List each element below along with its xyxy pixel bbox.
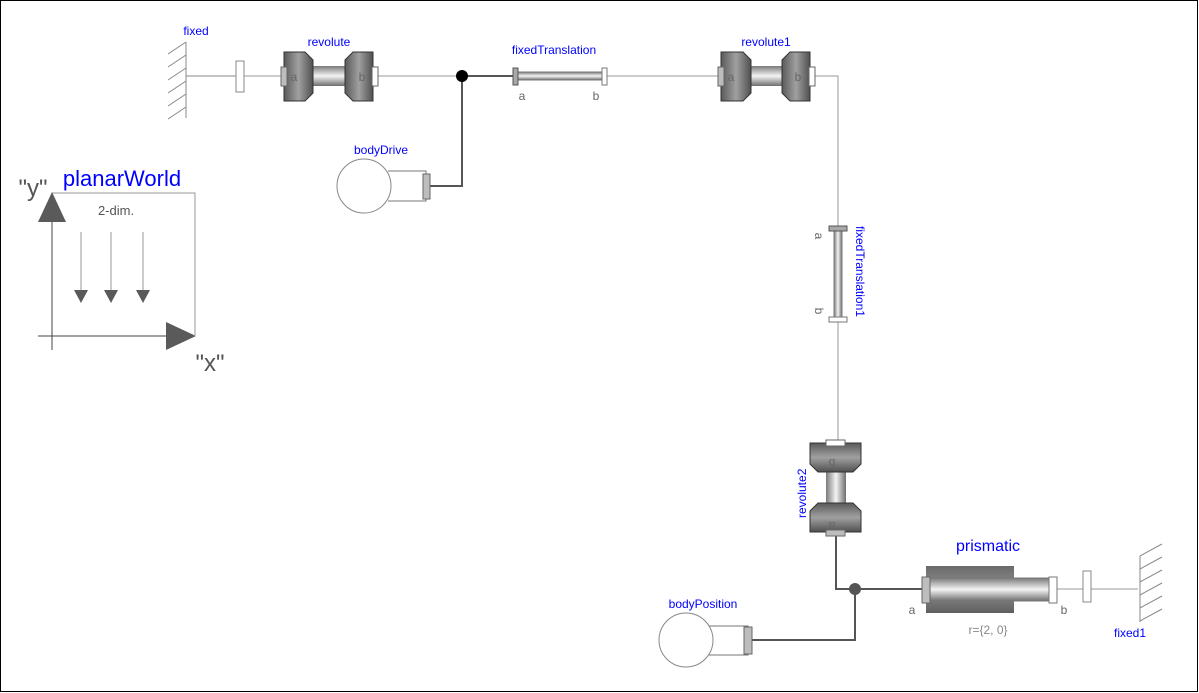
port-label-b: b (828, 456, 835, 470)
world-subtitle: 2-dim. (98, 203, 134, 218)
revolute-shaft (748, 66, 784, 86)
frame-a-connector[interactable] (512, 67, 519, 86)
ground-hatch-icon (1139, 543, 1163, 622)
frame-b-connector[interactable] (601, 67, 608, 86)
frame-b-connector[interactable] (1048, 576, 1058, 604)
revolute-shaft (310, 66, 346, 86)
port-label-b: b (359, 70, 366, 84)
connection-line[interactable] (430, 76, 463, 187)
gravity-arrows-icon (74, 232, 150, 303)
frame-a-connector[interactable] (280, 66, 288, 87)
ground-hatch-icon (167, 41, 236, 120)
frame-b-connector[interactable] (828, 316, 848, 323)
component-revolute2[interactable]: revolute2 b a (795, 439, 862, 537)
component-revolute[interactable]: revolute a b (280, 35, 379, 102)
frame-connector[interactable] (235, 60, 245, 93)
port-label-a: a (291, 70, 298, 84)
connection-junction-dot (456, 70, 468, 82)
component-label: fixedTranslation (512, 43, 596, 57)
frame-a-connector[interactable] (717, 66, 725, 87)
port-label-a: a (519, 89, 526, 103)
component-fixed1[interactable]: fixed1 (1082, 543, 1163, 640)
component-label: bodyPosition (669, 597, 738, 611)
y-axis-label: "y" (18, 175, 47, 202)
revolute-drum-bottom (809, 502, 862, 533)
connection-line[interactable] (835, 534, 855, 590)
connection-line[interactable] (815, 75, 839, 226)
frame-a-connector[interactable] (921, 576, 931, 604)
connection-junction-dot (849, 583, 861, 595)
frame-a-connector[interactable] (825, 529, 846, 537)
revolute-drum-right (344, 51, 374, 102)
rod (833, 229, 843, 319)
component-fixedTranslation[interactable]: fixedTranslation a b (512, 43, 608, 103)
port-label-b: b (795, 70, 802, 84)
component-fixed[interactable]: fixed (167, 24, 245, 120)
frame-b-connector[interactable] (825, 439, 846, 447)
component-label: fixedTranslation1 (853, 226, 867, 317)
port-label-a: a (828, 519, 835, 533)
component-planarWorld[interactable]: planarWorld "y" "x" 2-dim. (18, 166, 224, 377)
y-axis-arrow-icon (38, 192, 66, 222)
world-frame-border (52, 192, 196, 335)
component-label: fixed1 (1114, 626, 1146, 640)
component-label: revolute1 (741, 35, 791, 49)
frame-connector[interactable] (1082, 570, 1092, 603)
component-label: revolute (308, 35, 351, 49)
connection-line[interactable] (752, 589, 856, 641)
port-label-a: a (728, 70, 735, 84)
body-sphere (336, 158, 392, 214)
component-fixedTranslation1[interactable]: fixedTranslation1 a b (812, 225, 867, 323)
port-label-b: b (1061, 603, 1068, 617)
rod (516, 71, 604, 81)
port-label-a: a (909, 603, 916, 617)
frame-b-connector[interactable] (371, 66, 379, 87)
revolute-drum-top (809, 442, 862, 473)
port-label-b: b (812, 308, 826, 315)
component-revolute1[interactable]: revolute1 a b (717, 35, 816, 102)
revolute-drum-left (720, 51, 752, 102)
component-label: revolute2 (795, 468, 809, 518)
revolute-drum-right (781, 51, 811, 102)
body-rod (388, 170, 427, 202)
frame-b-connector[interactable] (808, 66, 816, 87)
component-prismatic[interactable]: prismatic a b r={2, 0} (909, 538, 1068, 637)
x-axis-label: "x" (195, 350, 224, 377)
port-label-b: b (593, 89, 600, 103)
component-label: planarWorld (63, 166, 181, 191)
frame-a-connector[interactable] (422, 173, 431, 200)
port-label-a: a (812, 233, 826, 240)
x-axis-arrow-icon (166, 322, 196, 350)
body-rod (708, 625, 749, 656)
revolute-drum-left (283, 51, 314, 102)
component-label: bodyDrive (354, 143, 408, 157)
component-label: prismatic (956, 538, 1020, 555)
frame-a-connector[interactable] (828, 225, 848, 232)
revolute-shaft (826, 466, 846, 508)
component-bodyDrive[interactable]: bodyDrive (336, 143, 431, 214)
connections (202, 70, 1138, 641)
parameter-label: r={2, 0} (968, 623, 1007, 637)
body-sphere (658, 612, 714, 668)
component-bodyPosition[interactable]: bodyPosition (658, 597, 753, 668)
component-label: fixed (183, 24, 208, 38)
prismatic-rod (928, 577, 1052, 602)
frame-a-connector[interactable] (743, 626, 753, 655)
